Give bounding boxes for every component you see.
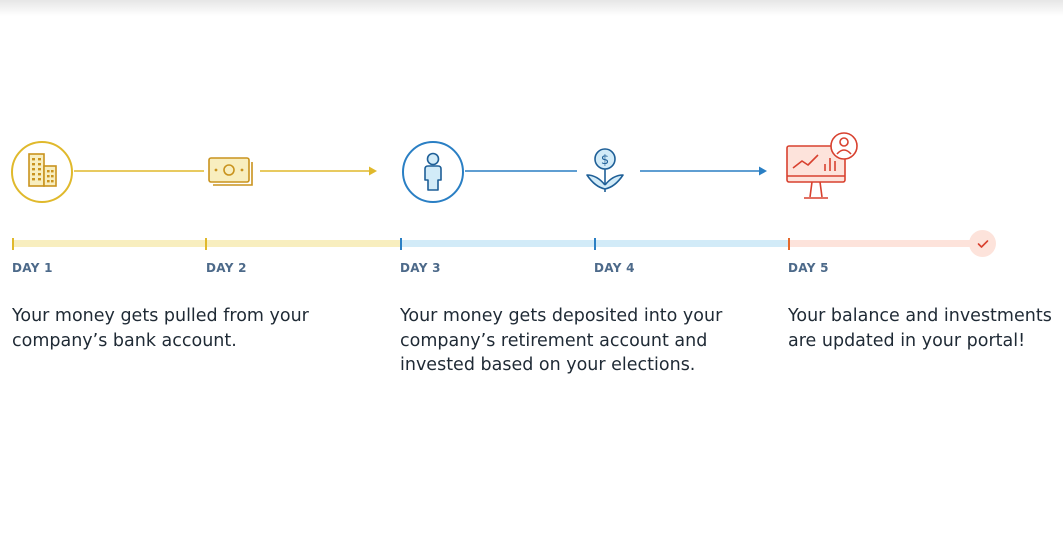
arrow-right-icon <box>260 164 380 178</box>
step-description-2: Your money gets deposited into your comp… <box>400 304 722 378</box>
day-label: DAY 4 <box>594 261 635 275</box>
day-label: DAY 5 <box>788 261 829 275</box>
description-line: are updated in your portal! <box>788 330 1026 351</box>
step-description-1: Your money gets pulled from your company… <box>12 304 309 353</box>
monitor-chart-icon <box>784 142 850 208</box>
timeline-tick <box>205 238 207 250</box>
svg-text:$: $ <box>601 153 609 168</box>
check-icon <box>977 239 989 249</box>
arrow-right-icon <box>640 164 770 178</box>
timeline-tick <box>12 238 14 250</box>
description-line: Your balance and investments <box>788 306 1052 326</box>
person-icon <box>401 140 465 204</box>
timeline-segment-3 <box>789 240 983 247</box>
building-icon <box>10 140 74 204</box>
cash-icon <box>206 154 256 190</box>
description-line: invested based on your elections. <box>400 355 696 375</box>
day-label: DAY 1 <box>12 261 53 275</box>
description-line: Your money gets deposited into your <box>400 306 723 326</box>
step-description-3: Your balance and investments are updated… <box>788 304 1052 353</box>
description-line: company’s retirement account and <box>400 330 708 351</box>
description-line: Your money gets pulled from your <box>12 306 309 326</box>
timeline-tick <box>594 238 596 250</box>
day-label: DAY 3 <box>400 261 441 275</box>
timeline-complete-badge <box>969 230 996 257</box>
description-line: company’s bank account. <box>12 330 237 351</box>
day-label: DAY 2 <box>206 261 247 275</box>
user-badge-icon <box>829 131 859 161</box>
top-shadow <box>0 0 1063 16</box>
connector-line-2 <box>465 165 577 177</box>
money-plant-icon: $ <box>581 145 629 195</box>
timeline-tick <box>788 238 790 250</box>
timeline-tick <box>400 238 402 250</box>
connector-line-1 <box>74 165 204 177</box>
